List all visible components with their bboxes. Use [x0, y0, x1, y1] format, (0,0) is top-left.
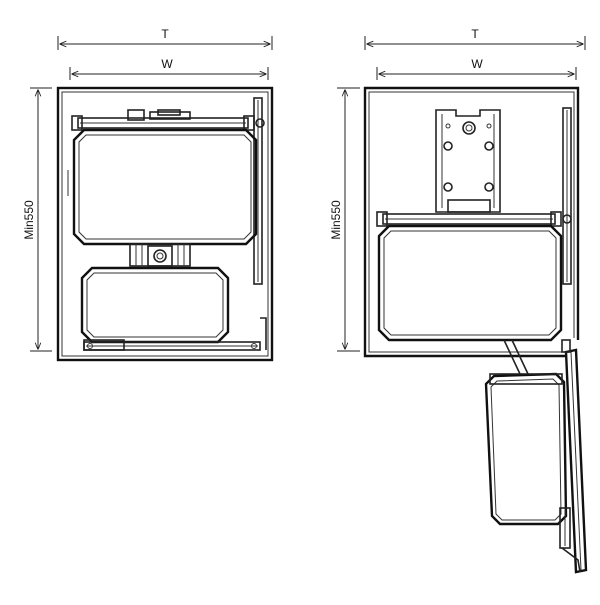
label-height-left: Min550: [22, 200, 36, 240]
cabinet-outline-right: [363, 86, 580, 358]
dimension-height-right: Min550: [329, 87, 360, 352]
dimension-w-right: W: [376, 57, 577, 80]
mounting-plate-right: [435, 109, 501, 213]
upper-basket-left: [67, 128, 258, 246]
label-w-left: W: [161, 57, 173, 71]
dimension-height-left: Min550: [22, 87, 52, 352]
diagram-open: T W Min550: [329, 27, 588, 574]
door-panel-right: [561, 339, 588, 574]
cabinet-outline-left: [56, 86, 274, 362]
lower-basket-right: [484, 372, 568, 526]
upper-basket-right: [377, 224, 563, 342]
dimension-w-left: W: [69, 57, 269, 80]
diagram-closed: T W Min550: [22, 27, 274, 362]
label-t-left: T: [161, 27, 169, 41]
lower-basket-left: [80, 266, 230, 344]
dimension-t-left: T: [57, 27, 273, 50]
label-height-right: Min550: [329, 200, 343, 240]
label-t-right: T: [471, 27, 479, 41]
dimension-t-right: T: [364, 27, 586, 50]
label-w-right: W: [471, 57, 483, 71]
